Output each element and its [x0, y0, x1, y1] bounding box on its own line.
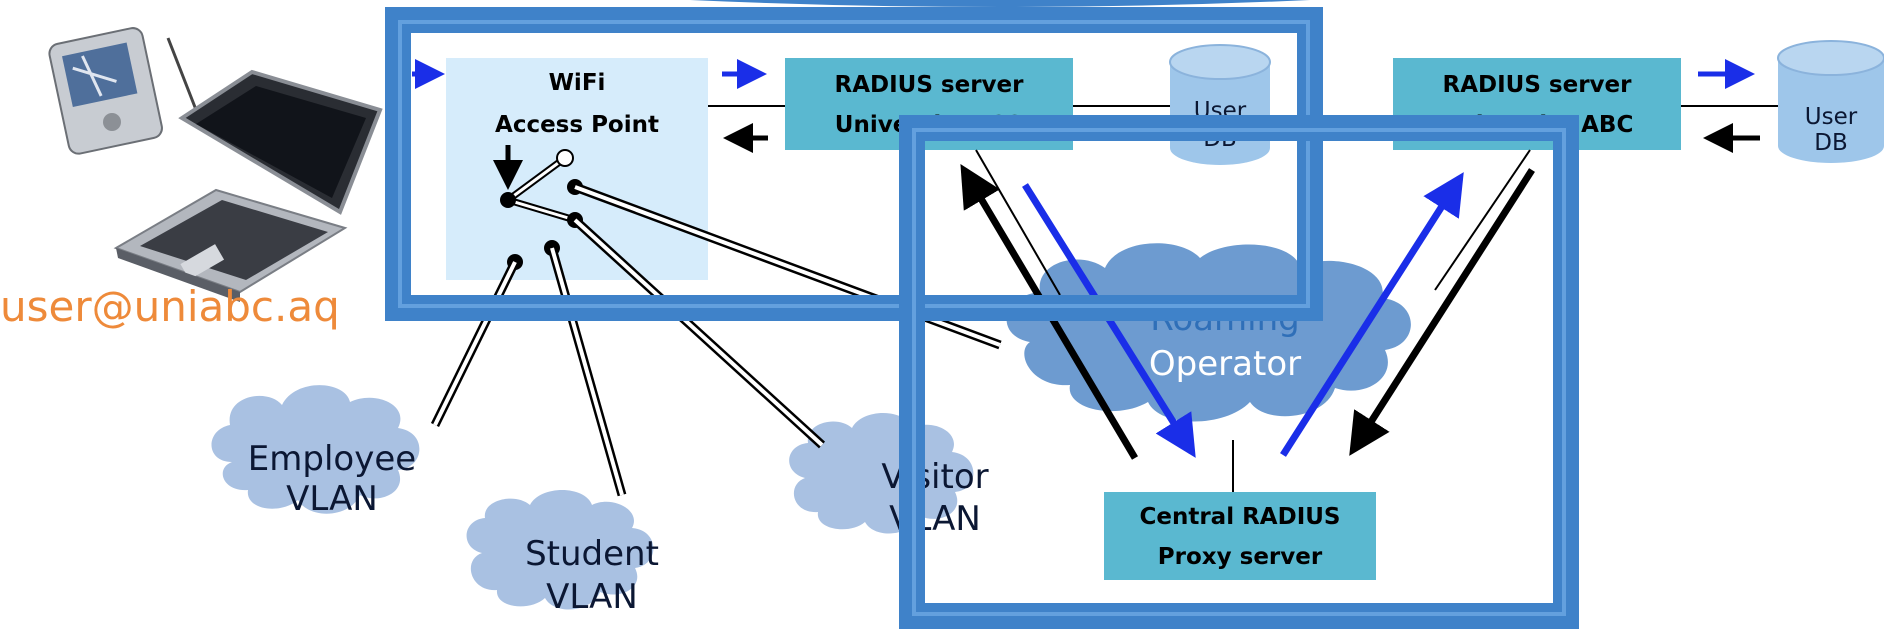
db-right-line1: User — [1805, 104, 1858, 130]
central-proxy-line1: Central RADIUS — [1139, 504, 1340, 530]
employee-vlan-line1: Employee — [248, 439, 416, 479]
visitor-vlan-cloud: Visitor VLAN — [789, 413, 989, 539]
employee-vlan-cloud: Employee VLAN — [211, 385, 420, 519]
student-vlan-line1: Student — [525, 534, 659, 574]
roaming-line2: Operator — [1149, 344, 1301, 384]
access-point-box — [446, 58, 708, 280]
student-vlan-cloud: Student VLAN — [466, 490, 659, 617]
flow-arrows-horizontal — [412, 59, 1760, 153]
pda-device-icon — [48, 27, 202, 155]
employee-vlan-line2: VLAN — [286, 479, 378, 519]
roaming-operator-cloud: Roaming Operator — [1006, 243, 1411, 422]
db-right-cylinder: User DB — [1777, 40, 1884, 163]
top-band — [690, 0, 1310, 7]
access-point-line2: Access Point — [495, 112, 659, 138]
db-left-cylinder: User DB — [1169, 44, 1271, 165]
access-point-line1: WiFi — [549, 70, 606, 96]
user-id-fo: user@uniabc.aq — [0, 282, 340, 331]
db-right-line2: DB — [1814, 130, 1848, 156]
central-proxy-box — [1104, 492, 1376, 580]
radius-abc-line1: RADIUS server — [1443, 72, 1633, 98]
right-roaming-frame-highlight — [912, 128, 1566, 616]
student-vlan-line2: VLAN — [546, 577, 638, 617]
left-campus-frame-highlight — [398, 20, 1310, 308]
visitor-vlan-line1: Visitor — [881, 457, 988, 497]
radius-123-line1: RADIUS server — [835, 72, 1025, 98]
laptop-icon — [113, 69, 383, 302]
vlan-links — [430, 182, 1002, 497]
user-id-label: user@uniabc.aq — [0, 282, 340, 331]
central-proxy-line2: Proxy server — [1158, 544, 1323, 570]
